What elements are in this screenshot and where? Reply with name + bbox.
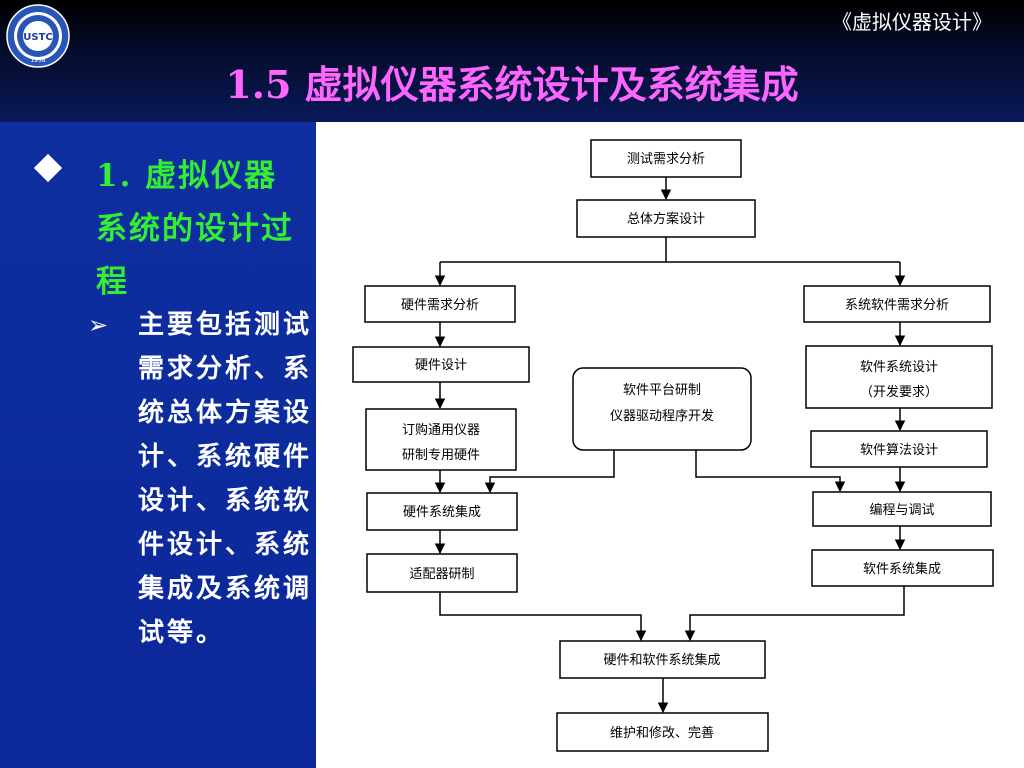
design-process-flowchart: 测试需求分析 总体方案设计 硬件需求分析 系统软件需求分析 硬件设计 软件平台研… <box>352 139 994 752</box>
section-heading: 1. 虚拟仪器系统的设计过程 <box>96 158 294 300</box>
flow-box-test-requirements: 测试需求分析 <box>590 139 742 178</box>
page-title: 1.5 虚拟仪器系统设计及系统集成 <box>225 62 799 107</box>
flow-box-adapter: 适配器研制 <box>366 553 518 593</box>
flow-box-hw-sw-integration: 硬件和软件系统集成 <box>559 640 766 679</box>
box-label: 硬件设计 <box>415 358 467 373</box>
box-label: 硬件需求分析 <box>401 298 479 313</box>
header-bar: USTC 1958 《虚拟仪器设计》 1.5 虚拟仪器系统设计及系统集成 <box>0 0 1024 122</box>
logo-text: USTC <box>23 32 52 43</box>
box-label: 硬件系统集成 <box>403 504 481 520</box>
box-label: 测试需求分析 <box>627 152 705 167</box>
box-label-line2: 仪器驱动程序开发 <box>610 408 714 424</box>
box-label-line2: （开发要求） <box>860 384 938 400</box>
box-label: 软件算法设计 <box>860 443 938 458</box>
university-logo: USTC 1958 <box>6 4 70 68</box>
flowchart-panel: 测试需求分析 总体方案设计 硬件需求分析 系统软件需求分析 硬件设计 软件平台研… <box>316 122 1024 768</box>
flow-box-overall-design: 总体方案设计 <box>576 199 756 238</box>
flow-box-software-platform: 软件平台研制 仪器驱动程序开发 <box>572 367 752 451</box>
flow-box-programming: 编程与调试 <box>812 491 992 527</box>
box-label: 软件系统集成 <box>863 561 941 577</box>
arrow-bullet-icon: ➢ <box>88 311 109 339</box>
flow-box-maintenance: 维护和修改、完善 <box>556 712 769 752</box>
section-body: 主要包括测试需求分析、系统总体方案设计、系统硬件设计、系统软件设计、系统集成及系… <box>138 310 313 648</box>
course-title: 《虚拟仪器设计》 <box>832 10 992 34</box>
box-label: 系统软件需求分析 <box>845 298 949 313</box>
box-label: 编程与调试 <box>869 503 934 518</box>
flow-connectors <box>434 177 906 714</box>
flow-box-purchase-hardware: 订购通用仪器 研制专用硬件 <box>365 408 517 471</box>
box-label-line1: 订购通用仪器 <box>402 422 480 438</box>
flow-box-software-system-design: 软件系统设计 （开发要求） <box>805 345 993 409</box>
box-label: 适配器研制 <box>409 567 474 582</box>
flow-box-software-requirements: 系统软件需求分析 <box>803 285 991 323</box>
flow-box-software-algorithm: 软件算法设计 <box>810 430 988 468</box>
logo-year: 1958 <box>30 57 45 64</box>
box-label: 硬件和软件系统集成 <box>603 652 720 668</box>
box-label: 维护和修改、完善 <box>610 725 714 741</box>
box-label: 总体方案设计 <box>627 211 705 227</box>
flow-box-hardware-design: 硬件设计 <box>352 346 530 383</box>
box-label-line2: 研制专用硬件 <box>402 448 480 463</box>
box-label-line1: 软件系统设计 <box>860 360 938 375</box>
flow-box-software-integration: 软件系统集成 <box>811 549 994 587</box>
flow-box-hardware-requirements: 硬件需求分析 <box>364 285 516 323</box>
left-pane <box>0 122 316 768</box>
flow-box-hardware-integration: 硬件系统集成 <box>366 492 518 531</box>
box-label-line1: 软件平台研制 <box>623 383 701 398</box>
